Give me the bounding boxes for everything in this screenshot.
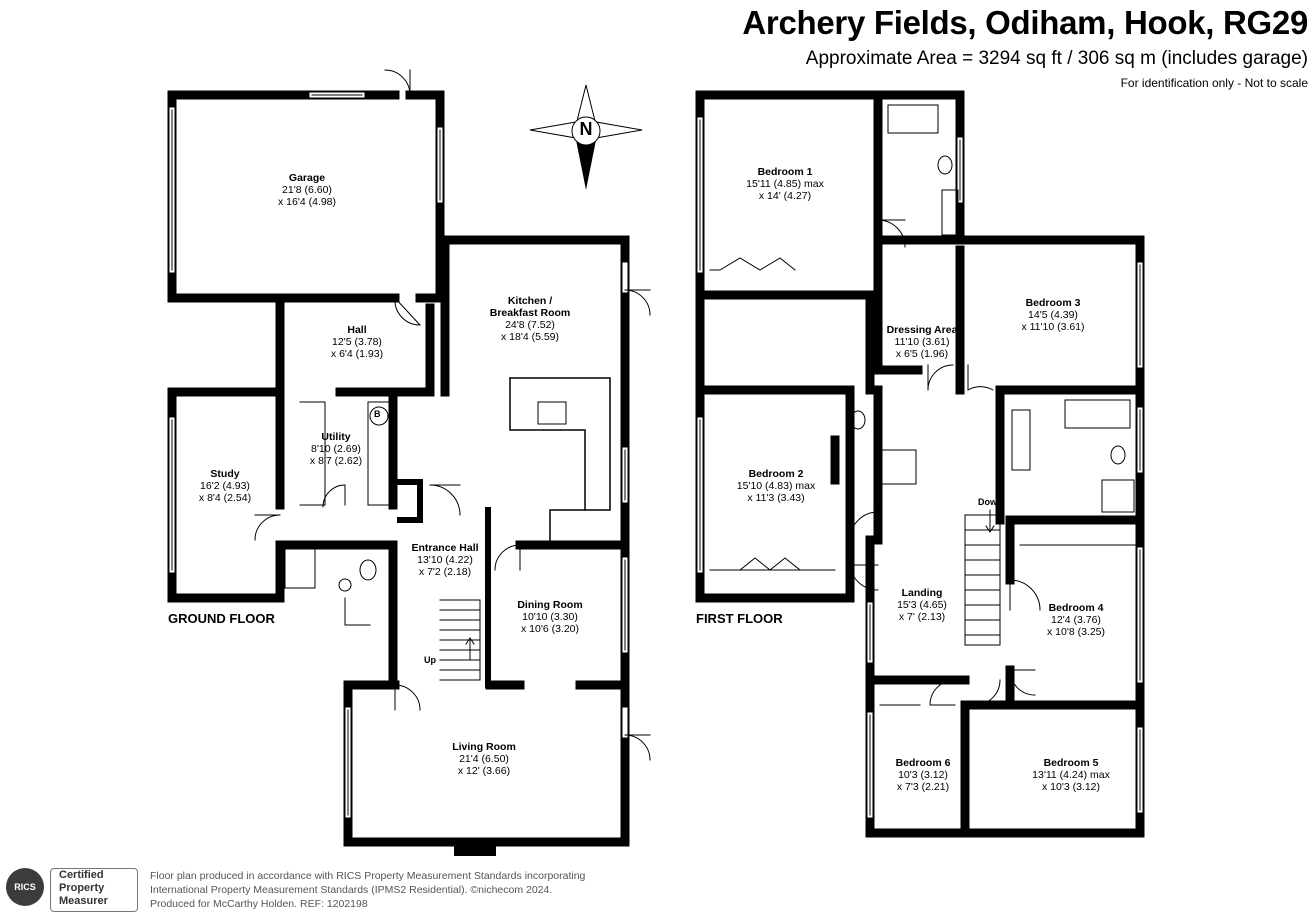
certified-property-measurer-badge: Certified Property Measurer xyxy=(50,868,138,912)
first-floor-label: FIRST FLOOR xyxy=(696,611,783,626)
room-living-room: Living Room 21'4 (6.50) x 12' (3.66) xyxy=(452,741,516,777)
approximate-area: Approximate Area = 3294 sq ft / 306 sq m… xyxy=(805,48,1308,69)
compass-north-label: N xyxy=(579,119,593,139)
compass-rose-icon xyxy=(529,84,643,190)
room-entrance-hall: Entrance Hall 13'10 (4.22) x 7'2 (2.18) xyxy=(411,542,479,578)
room-bedroom-1: Bedroom 1 15'11 (4.85) max x 14' (4.27) xyxy=(746,166,824,202)
boiler-label: B xyxy=(374,409,381,419)
room-bedroom-2: Bedroom 2 15'10 (4.83) max x 11'3 (3.43) xyxy=(736,468,816,504)
room-study: Study 16'2 (4.93) x 8'4 (2.54) xyxy=(198,468,252,504)
stairs-down-label: Down xyxy=(978,497,1003,507)
room-bedroom-4: Bedroom 4 12'4 (3.76) x 10'8 (3.25) xyxy=(1046,602,1106,638)
room-garage: Garage 21'8 (6.60) x 16'4 (4.98) xyxy=(277,172,337,208)
room-dining-room: Dining Room 10'10 (3.30) x 10'6 (3.20) xyxy=(517,599,583,635)
stairs-up-label: Up xyxy=(424,655,436,665)
room-bedroom-3: Bedroom 3 14'5 (4.39) x 11'10 (3.61) xyxy=(1021,297,1085,333)
room-hall: Hall 12'5 (3.78) x 6'4 (1.93) xyxy=(330,324,384,360)
footer-text: Floor plan produced in accordance with R… xyxy=(150,870,586,910)
room-dressing-area: Dressing Area 11'10 (3.61) x 6'5 (1.96) xyxy=(886,324,958,360)
identification-note: For identification only - Not to scale xyxy=(1120,76,1308,90)
rics-logo: RICS xyxy=(6,868,44,906)
ground-floor-label: GROUND FLOOR xyxy=(168,611,275,626)
room-landing: Landing 15'3 (4.65) x 7' (2.13) xyxy=(897,587,947,623)
room-bedroom-6: Bedroom 6 10'3 (3.12) x 7'3 (2.21) xyxy=(895,757,951,793)
room-kitchen: Kitchen / Breakfast Room 24'8 (7.52) x 1… xyxy=(489,295,571,343)
room-bedroom-5: Bedroom 5 13'11 (4.24) max x 10'3 (3.12) xyxy=(1032,757,1110,793)
page-title: Archery Fields, Odiham, Hook, RG29 xyxy=(742,4,1308,41)
room-utility: Utility 8'10 (2.69) x 8'7 (2.62) xyxy=(309,431,363,467)
